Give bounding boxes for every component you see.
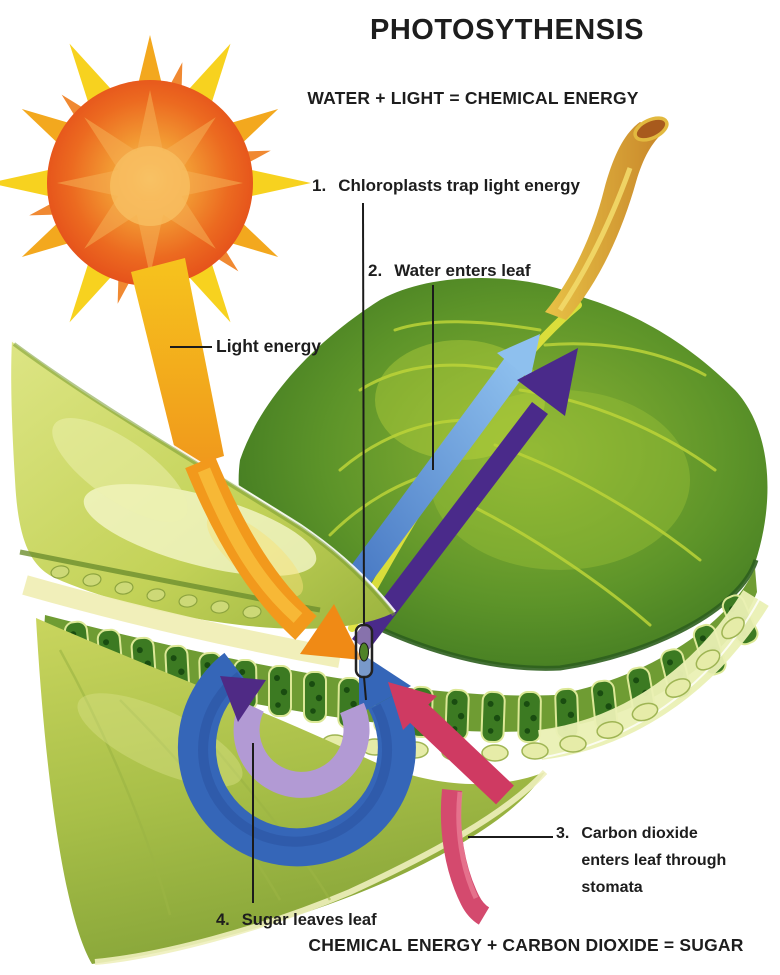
step-2-text: Water enters leaf: [394, 261, 531, 280]
step-4-number: 4.: [216, 911, 230, 929]
light-beam: [131, 258, 224, 470]
pointer-lines: [170, 202, 553, 903]
step1-pointer-line: [362, 202, 365, 626]
callout-light-energy: Light energy: [216, 336, 322, 356]
step-1-text: Chloroplasts trap light energy: [338, 176, 580, 195]
callout-step-1: 1. Chloroplasts trap light energy: [312, 176, 580, 196]
sugar-arrow: [220, 676, 370, 798]
light-energy-arrow: [185, 455, 362, 660]
step-1-number: 1.: [312, 176, 327, 195]
equation-top: WATER + LIGHT = CHEMICAL ENERGY: [307, 88, 639, 108]
callout-step-2: 2. Water enters leaf: [368, 261, 531, 281]
leaf-stem: [545, 116, 669, 320]
step-3-text: Carbon dioxide enters leaf through stoma…: [581, 825, 727, 896]
chloroplast-capsule: [354, 623, 374, 701]
callout-step-3: 3. Carbon dioxide enters leaf through st…: [556, 820, 733, 901]
sun: [0, 35, 311, 331]
step-3-number: 3.: [556, 825, 570, 842]
carbon-dioxide-arrow: [388, 682, 514, 925]
step-2-number: 2.: [368, 261, 383, 280]
equation-bottom: CHEMICAL ENERGY + CARBON DIOXIDE = SUGAR: [308, 935, 744, 955]
page-title: PHOTOSYTHENSIS: [370, 14, 644, 46]
step-4-text: Sugar leaves leaf: [241, 911, 377, 929]
callout-step-4: 4. Sugar leaves leaf: [216, 911, 377, 930]
